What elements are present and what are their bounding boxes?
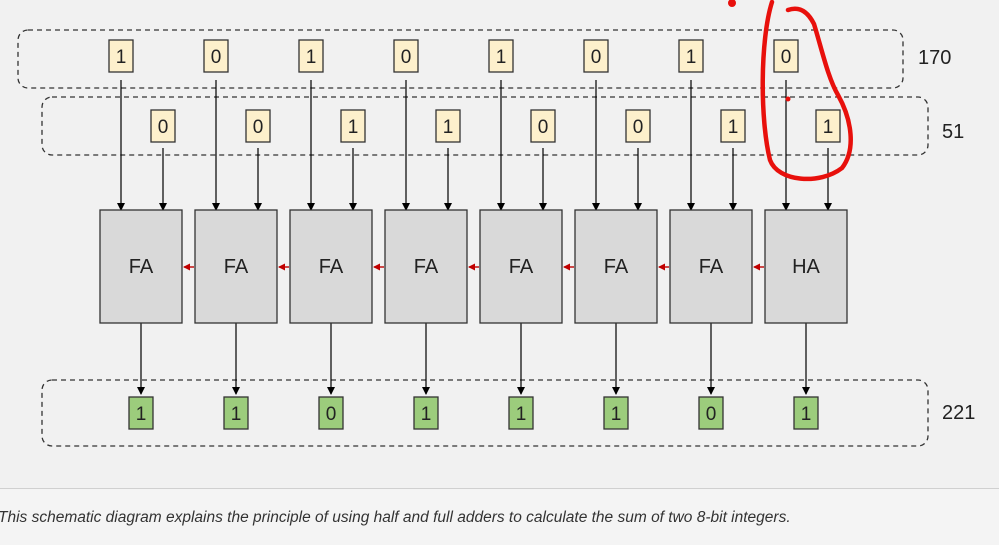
sum-bit-label: 1 — [611, 404, 622, 425]
sum-bit-label: 1 — [231, 404, 242, 425]
operand-a-value: 170 — [918, 47, 951, 69]
sum-value: 221 — [942, 402, 975, 424]
adder-row: FA FA FA FA FA FA FA HA — [99, 209, 848, 324]
operand-a-bit-label: 0 — [401, 47, 412, 68]
operand-b-value: 51 — [942, 121, 964, 143]
operand-b-bit-label: 1 — [728, 117, 739, 138]
operand-a-bit-box — [203, 39, 229, 73]
operand-b-bit-box — [435, 109, 461, 143]
operand-b-bit-label: 1 — [443, 117, 454, 138]
operand-a-bit-label: 1 — [306, 47, 317, 68]
operand-b-bit-label: 0 — [158, 117, 169, 138]
operand-a-bits: 1 0 1 0 1 0 1 0 — [108, 39, 799, 73]
hand-drawn-annotation — [728, 0, 853, 182]
sum-bit-label: 0 — [326, 404, 337, 425]
operand-a-bit-label: 0 — [781, 47, 792, 68]
full-adder — [99, 209, 183, 324]
adder-label: HA — [792, 256, 820, 278]
half-adder — [764, 209, 848, 324]
operand-b-bit-box — [815, 109, 841, 143]
sum-bit-box — [413, 396, 439, 430]
diagram-caption: This schematic diagram explains the prin… — [0, 509, 791, 526]
operand-a-bit-box — [678, 39, 704, 73]
operand-a-bit-label: 1 — [496, 47, 507, 68]
annotation-mark — [785, 96, 791, 102]
sum-bit-box — [508, 396, 534, 430]
operand-a-bit-box — [773, 39, 799, 73]
annotation-circle-stroke — [760, 0, 853, 182]
full-adder — [289, 209, 373, 324]
sum-bit-box — [698, 396, 724, 430]
operand-a-bit-box — [393, 39, 419, 73]
adder-label: FA — [319, 256, 344, 278]
operand-a-bit-label: 1 — [116, 47, 127, 68]
caption-bar — [0, 488, 999, 545]
operand-b-bit-box — [625, 109, 651, 143]
operand-b-bits: 0 0 1 1 0 0 1 1 — [150, 109, 841, 143]
operand-b-bit-label: 1 — [348, 117, 359, 138]
full-adder — [479, 209, 563, 324]
adder-label: FA — [604, 256, 629, 278]
adder-label: FA — [224, 256, 249, 278]
full-adder — [574, 209, 658, 324]
operand-a-bit-label: 1 — [686, 47, 697, 68]
adder-label: FA — [414, 256, 439, 278]
adder-label: FA — [509, 256, 534, 278]
operand-a-bit-box — [583, 39, 609, 73]
adder-label: FA — [699, 256, 724, 278]
operand-b-bit-box — [340, 109, 366, 143]
operand-b-bit-box — [150, 109, 176, 143]
operand-a-bit-box — [298, 39, 324, 73]
adder-label: FA — [129, 256, 154, 278]
sum-bit-label: 0 — [706, 404, 717, 425]
full-adder — [194, 209, 278, 324]
operand-a-bit-label: 0 — [211, 47, 222, 68]
sum-group — [41, 379, 929, 447]
annotation-dot — [728, 0, 736, 7]
sum-bit-box — [603, 396, 629, 430]
full-adder — [384, 209, 468, 324]
operand-b-group — [41, 96, 929, 156]
sum-bit-box — [318, 396, 344, 430]
operand-b-bit-box — [245, 109, 271, 143]
sum-bit-label: 1 — [801, 404, 812, 425]
operand-b-bit-box — [720, 109, 746, 143]
sum-bits: 1 1 0 1 1 1 0 1 — [128, 396, 819, 430]
sum-bit-label: 1 — [136, 404, 147, 425]
operand-b-bit-label: 0 — [253, 117, 264, 138]
operand-a-bit-box — [488, 39, 514, 73]
operand-b-bit-box — [530, 109, 556, 143]
operand-a-bit-box — [108, 39, 134, 73]
operand-b-bit-label: 1 — [823, 117, 834, 138]
operand-b-bit-label: 0 — [538, 117, 549, 138]
operand-a-group — [17, 29, 904, 89]
sum-bit-box — [793, 396, 819, 430]
sum-bit-label: 1 — [516, 404, 527, 425]
full-adder — [669, 209, 753, 324]
sum-bit-box — [128, 396, 154, 430]
operand-b-bit-label: 0 — [633, 117, 644, 138]
operand-a-bit-label: 0 — [591, 47, 602, 68]
sum-bit-box — [223, 396, 249, 430]
sum-bit-label: 1 — [421, 404, 432, 425]
signal-wires — [117, 80, 832, 395]
